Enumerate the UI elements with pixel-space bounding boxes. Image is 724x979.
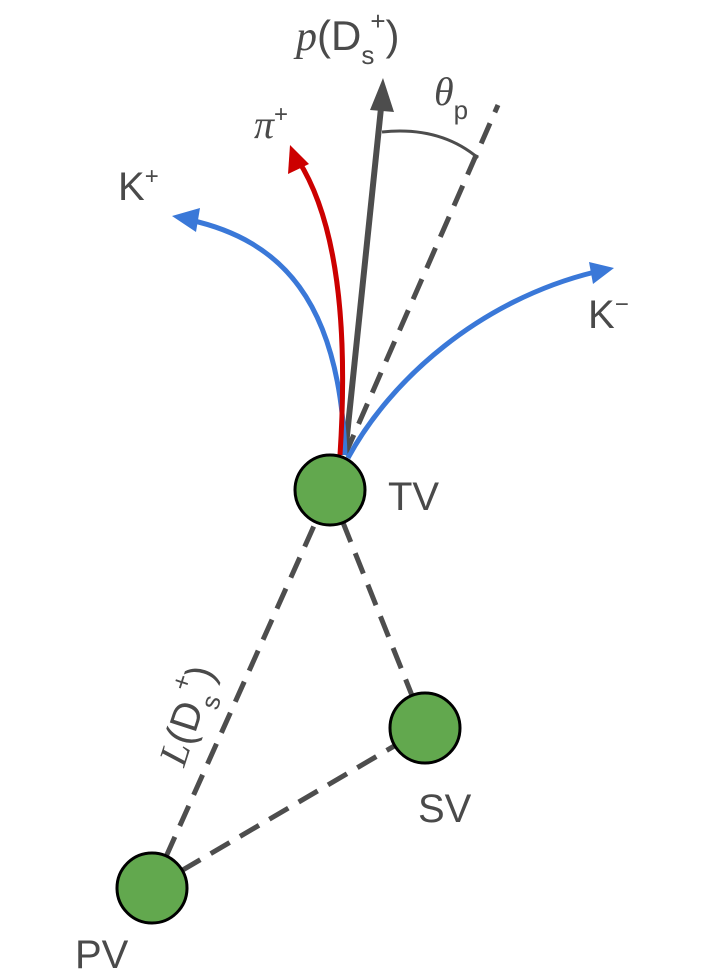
pion-track — [295, 158, 346, 456]
theta-label: θp — [434, 69, 468, 125]
momentum-arrow — [342, 107, 384, 456]
tv-vertex — [293, 453, 367, 527]
pv-label: PV — [75, 933, 129, 977]
sv-label: SV — [418, 787, 472, 831]
kminus-track — [345, 269, 596, 460]
pv-tv-dashed-line — [149, 488, 333, 890]
momentum-label: p(Ds+) — [293, 6, 400, 70]
sv-vertex — [388, 691, 462, 765]
pion-label: π+ — [254, 101, 288, 147]
kminus-arrowhead — [589, 262, 614, 284]
tv-label: TV — [388, 475, 439, 519]
tv-sv-dashed-line — [327, 489, 428, 729]
flight-direction-dashed-line — [342, 103, 501, 457]
pv-sv-dashed-line — [150, 725, 427, 891]
kplus-arrowhead — [172, 208, 200, 232]
kminus-label: K− — [588, 291, 629, 337]
pion-arrowhead — [288, 145, 309, 174]
kplus-track — [189, 217, 348, 456]
momentum-arrowhead — [370, 78, 394, 112]
pv-vertex — [115, 851, 189, 925]
decay-length-label: L(Ds+) — [142, 657, 235, 775]
kplus-label: K+ — [118, 163, 159, 209]
theta-arc — [381, 129, 479, 160]
